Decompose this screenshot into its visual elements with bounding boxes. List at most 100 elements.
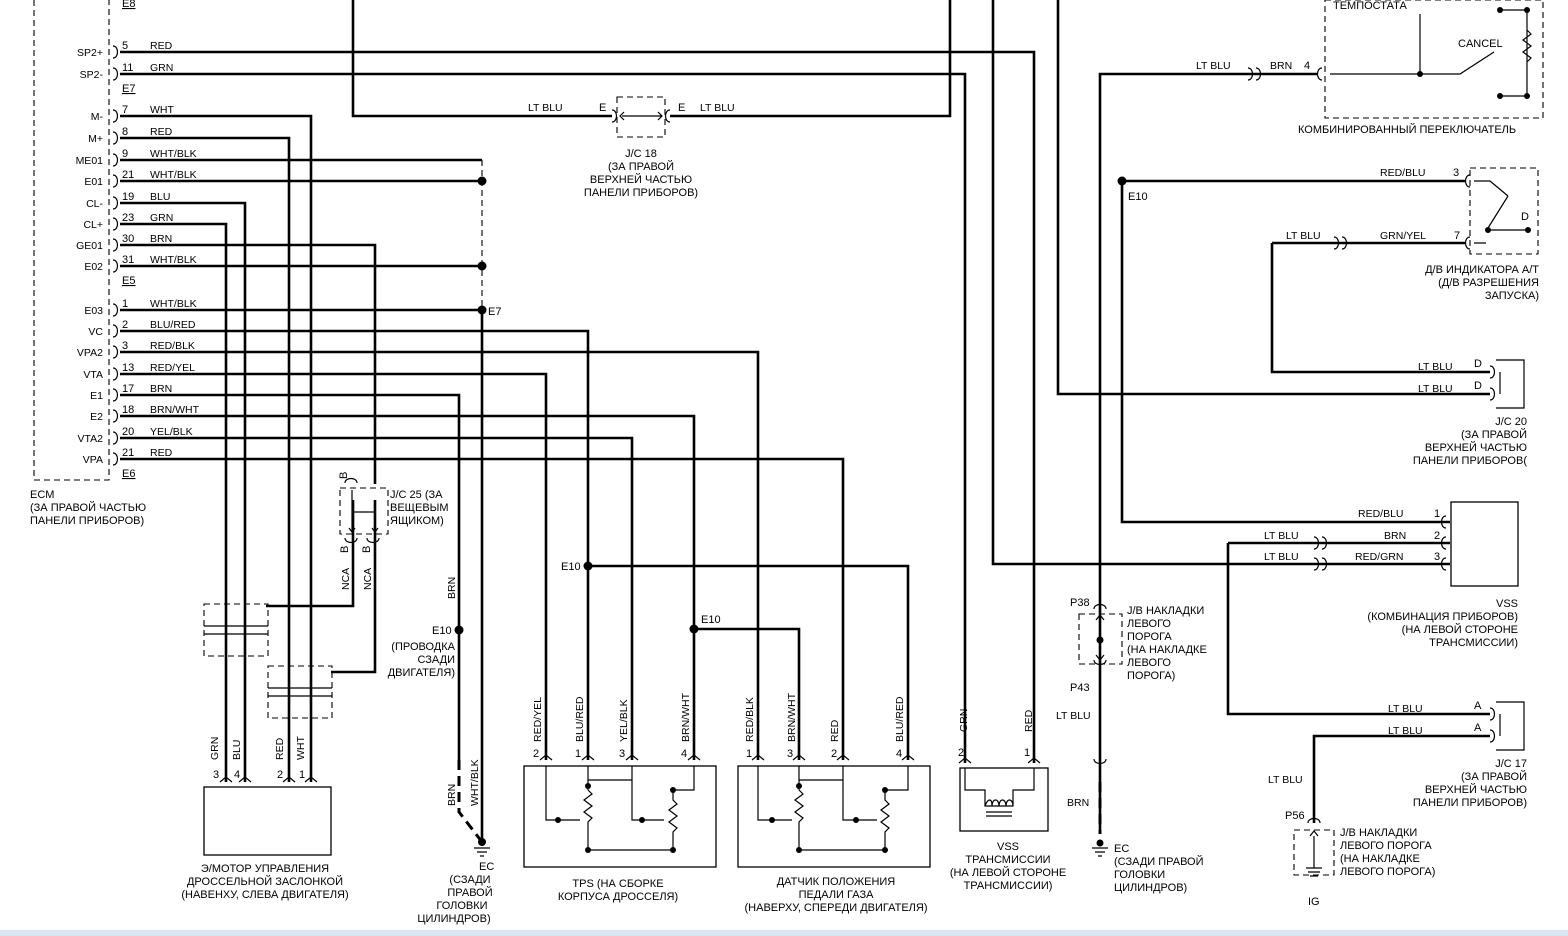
vss-transmission: 2 1 GRN RED VSS ТРАНСМИССИИ (НА ЛЕВОЙ СТ… (950, 709, 1066, 892)
junction-label: E10 (1128, 191, 1148, 203)
caption-line: ЛЕВОГО (1127, 657, 1171, 669)
ecm-pin-name: CL+ (83, 219, 103, 231)
caption-line: ЛЕВОГО (1127, 618, 1171, 630)
combo-switch: LT BLU BRN 4 ТЕМПОСТАТА CANCEL КОМБИНИРО… (1196, 0, 1532, 136)
wire-color-label: NCA (362, 568, 374, 590)
caption-line: J/C 20 (1495, 416, 1527, 428)
wire-color-label: BRN (446, 784, 458, 806)
wire-color-label: BRN (150, 233, 172, 245)
caption-line: TPS (НА СБОРКЕ (572, 878, 663, 890)
wire-vpa2 (120, 350, 760, 760)
pin-label: 1 (1434, 508, 1440, 520)
caption-line: ТРАНСМИССИИ (965, 854, 1050, 866)
jb-sill: P38 P43 LT BLU BRN J/B НАКЛАДКИ ЛЕВОГО П… (1056, 597, 1207, 894)
ecm-pin-number: 31 (122, 254, 134, 266)
cancel-label: CANCEL (1458, 38, 1503, 50)
wire-vta2 (120, 436, 634, 760)
caption-line: (ПРОВОДКА (391, 641, 455, 653)
ecm-pin-number: 8 (122, 126, 128, 138)
caption-line: VSS (1496, 598, 1518, 610)
wire-color-label: NCA (340, 568, 352, 590)
wire-cl-plus (120, 222, 228, 782)
junction-dot (583, 561, 593, 571)
pin-label: 1 (746, 748, 752, 760)
wire-color-label: YEL/BLK (618, 699, 630, 742)
wire-jc17-upper (1226, 543, 1490, 716)
ecm-pin-number: 2 (122, 319, 128, 331)
wire-jc18-loop (351, 0, 952, 118)
caption-line: (НА ЛЕВОЙ СТОРОНЕ (950, 866, 1066, 879)
ecm-connector-marks (112, 45, 119, 466)
wire-color-label: BRN (446, 577, 458, 599)
ecm-pin-labels: SP2+ SP2- M- M+ ME01 E01 CL- CL+ GE01 E0… (76, 47, 104, 466)
junction-dot (477, 176, 487, 186)
wire-color-label: LT BLU (1286, 230, 1321, 242)
ecm-pin-name: E03 (84, 305, 103, 317)
caption-line: VSS (997, 841, 1019, 853)
wire-e1 (120, 393, 461, 630)
caption-line: Д/В ИНДИКАТОРА A/T (1425, 264, 1539, 276)
at-switch: E10 RED/BLU 3 LT BLU GRN/YEL 7 D Д/В ИНД… (1128, 167, 1539, 302)
wire-color-label: RED/GRN (1355, 551, 1403, 563)
caption-line: (ЗА ПРАВОЙ (1461, 428, 1527, 441)
caption-line: ГОЛОВКИ (1114, 869, 1165, 881)
ecm-pin-number: 20 (122, 426, 134, 438)
pin-label: 4 (681, 748, 687, 760)
caption-line: J/C 18 (625, 148, 657, 160)
wire-color-label: LT BLU (1268, 774, 1303, 786)
wire-color-label: BRN/WHT (680, 692, 692, 742)
wire-jc17-lower (1312, 734, 1490, 823)
throttle-motor: 3 4 2 1 GRN BLU RED WHT Э/МОТОР УПРАВЛЕН… (181, 736, 348, 901)
wire-color-label: RED/BLU (1358, 508, 1404, 520)
wire-color-label: BLU/RED (574, 696, 586, 742)
junction-dot (1096, 636, 1104, 644)
jc17: LT BLU LT BLU A A J/C 17 (ЗА ПРАВОЙ ВЕРХ… (1388, 700, 1527, 809)
junction-dot (454, 625, 464, 635)
junction-label: E10 (432, 625, 452, 637)
combo-switch-box (1324, 0, 1544, 119)
wire-color-label: GRN (958, 709, 970, 732)
pin-label: 4 (1304, 60, 1310, 72)
pin-label: P38 (1070, 597, 1090, 609)
pin-label: 4 (234, 769, 240, 781)
wire-vc (120, 329, 590, 760)
wire-color-label: LT BLU (1264, 530, 1299, 542)
ecm-pin-number: 18 (122, 404, 134, 416)
caption-line: КОРПУСА ДРОССЕЛЯ) (558, 891, 678, 903)
caption-line: ECM (30, 489, 54, 501)
wire-color-label: LT BLU (1418, 383, 1453, 395)
caption-line: ЛЕВОГО ПОРОГА) (1340, 866, 1435, 878)
jc18-box (616, 96, 666, 138)
combo-switch-top: ТЕМПОСТАТА (1333, 0, 1407, 12)
wire-color-label: WHT/BLK (150, 298, 197, 310)
junction-label: E10 (701, 614, 721, 626)
wire-color-label: BRN (1384, 530, 1406, 542)
pin-label: 2 (533, 748, 539, 760)
caption-line: ДВИГАТЕЛЯ) (388, 667, 455, 679)
connector-id: E6 (122, 468, 135, 480)
wire-color-label: RED (1023, 709, 1035, 732)
ecm-pin-number: 11 (122, 62, 133, 74)
wire-color-label: BRN (1270, 60, 1292, 72)
pin-label: IG (1308, 896, 1320, 908)
wire-color-label: BRN (1067, 797, 1089, 809)
vss-trans-box (959, 767, 1049, 832)
ecm-pin-name: VPA2 (77, 347, 103, 359)
wire-color-label: YEL/BLK (150, 426, 193, 438)
caption-line: ПАНЕЛИ ПРИБОРОВ) (584, 187, 698, 199)
wire-color-label: RED (150, 40, 173, 52)
caption-line: (НАВЕНХУ, СЛЕВА ДВИГАТЕЛЯ) (181, 889, 348, 901)
vss-meter-box (1450, 501, 1519, 587)
ecm-pin-number: 21 (122, 447, 134, 459)
wire-sp2-plus (120, 50, 1036, 763)
caption-line: (ЗА ПРАВОЙ (1461, 770, 1527, 783)
wire-color-label: WHT/BLK (150, 254, 197, 266)
caption-line: ТРАНСМИССИИ) (964, 880, 1053, 892)
caption-line: J/C 17 (1495, 758, 1527, 770)
pin-label: A (1474, 722, 1482, 734)
connector-id: E8 (122, 0, 135, 10)
pin-label: 1 (575, 748, 581, 760)
junction-label: E7 (488, 306, 501, 318)
wire-color-label: WHT/BLK (150, 148, 197, 160)
